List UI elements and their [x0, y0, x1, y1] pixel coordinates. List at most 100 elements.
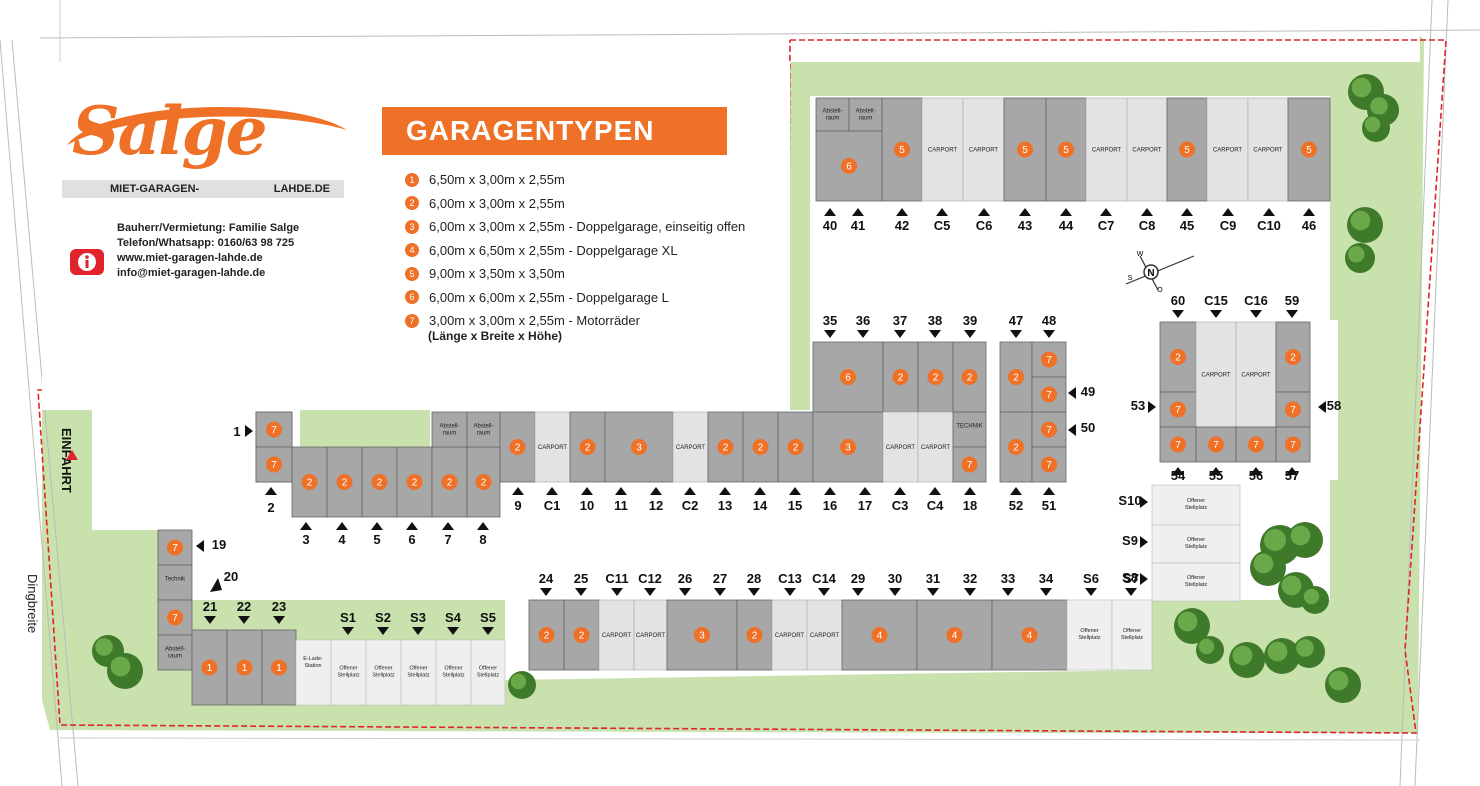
arrow-icon	[512, 487, 524, 495]
open-parking-label: Stellplatz	[1185, 582, 1208, 588]
street-label: Dingbreite	[25, 574, 40, 634]
garage-type-badge	[509, 439, 526, 455]
space-number: 34	[1039, 571, 1054, 586]
space-number: 1	[233, 424, 240, 439]
space-number: 18	[963, 498, 977, 513]
garage-type-number: 5	[1184, 145, 1190, 156]
space-number: C6	[976, 218, 993, 233]
garage-type-badge	[336, 474, 353, 490]
arrow-icon	[1222, 208, 1234, 216]
arrow-icon	[575, 588, 587, 596]
space-number: 38	[928, 313, 942, 328]
garage-type-number: 3	[699, 631, 705, 642]
salge-logo-swoosh	[67, 107, 347, 145]
open-parking-label: Stellplatz	[1185, 505, 1208, 511]
garage-type-badge	[892, 369, 909, 385]
arrow-icon	[1172, 467, 1184, 475]
arrow-icon	[1002, 588, 1014, 596]
contact-website[interactable]: www.miet-garagen-lahde.de	[117, 252, 263, 264]
carport-label: CARPORT	[969, 148, 999, 154]
room-label: TECHNIK	[956, 424, 982, 430]
garage-type-number: 3	[636, 443, 642, 454]
garage-type-number: 2	[307, 478, 313, 489]
garage-type-badge	[271, 659, 287, 676]
space-number: 45	[1180, 218, 1194, 233]
arrow-icon	[1125, 588, 1137, 596]
arrow-icon	[852, 588, 864, 596]
garage-type-number: 2	[544, 631, 550, 642]
space-number: 19	[212, 537, 226, 552]
space-number: 12	[649, 498, 663, 513]
arrow-icon	[1172, 310, 1184, 318]
room-label: raum	[477, 431, 491, 437]
type-badge: 2	[405, 196, 419, 211]
space-number: 35	[823, 313, 837, 328]
open-parking-label: Stellplatz	[477, 673, 500, 679]
tree-icon	[1177, 611, 1198, 632]
garage-type-badge	[946, 627, 963, 643]
garage-type-number: 7	[1290, 440, 1296, 451]
charging-station-label: E-Lade-	[303, 656, 323, 662]
garage-type-number: 6	[845, 373, 851, 384]
space-number: 50	[1081, 420, 1095, 435]
garage-type-number: 2	[515, 443, 521, 454]
carport-label: CARPORT	[775, 633, 805, 639]
arrow-icon	[1210, 467, 1222, 475]
arrow-icon	[1303, 208, 1315, 216]
space-number: 21	[203, 599, 217, 614]
arrow-icon	[748, 588, 760, 596]
open-parking	[470, 639, 506, 706]
open-parking-label: Offener	[1123, 628, 1141, 634]
carport-label: CARPORT	[602, 633, 632, 639]
garage-type-number: 2	[481, 478, 487, 489]
arrow-icon	[412, 627, 424, 635]
open-parking	[435, 639, 472, 706]
charging-station	[295, 639, 332, 706]
logo-text: Salge	[72, 92, 268, 170]
arrow-icon	[447, 627, 459, 635]
garage-type-number: 2	[793, 443, 799, 454]
open-parking	[400, 639, 437, 706]
arrow-icon	[1141, 208, 1153, 216]
carport-label: CARPORT	[1201, 373, 1231, 379]
compass-o: O	[1157, 287, 1163, 294]
arrow-icon	[540, 588, 552, 596]
space-number: 11	[614, 498, 628, 513]
space-number: 16	[823, 498, 837, 513]
garage-type-badge	[167, 539, 183, 556]
garage-type-badge	[371, 474, 388, 490]
arrow-icon	[784, 588, 796, 596]
tree-icon	[1303, 588, 1320, 605]
logo-bar-right: LAHDE.DE	[273, 183, 330, 195]
garage-type-number: 7	[1046, 390, 1052, 401]
open-parking	[1066, 599, 1113, 671]
tree-icon	[1253, 553, 1274, 574]
tree-icon	[1350, 210, 1371, 231]
garage-type-number: 2	[342, 478, 348, 489]
space-number: 53	[1131, 398, 1145, 413]
garage-type-number: 7	[1253, 440, 1259, 451]
open-parking-label: Stellplatz	[372, 673, 395, 679]
carport-label: CARPORT	[1132, 148, 1162, 154]
arrow-icon	[964, 487, 976, 495]
carport-label: CARPORT	[921, 445, 951, 451]
arrow-icon	[857, 330, 869, 338]
storage-room	[848, 97, 883, 132]
arrow-icon	[936, 208, 948, 216]
space-number: C13	[778, 571, 802, 586]
arrow-icon	[1100, 208, 1112, 216]
space-number: 56	[1249, 468, 1263, 483]
garage-type-badge	[787, 439, 804, 455]
open-parking	[330, 639, 367, 706]
arrow-icon	[342, 627, 354, 635]
open-parking	[1151, 562, 1241, 602]
garage-type-badge	[840, 439, 856, 455]
type-badge: 1	[405, 172, 419, 187]
carport-label: CARPORT	[928, 148, 958, 154]
space-number: 23	[272, 599, 286, 614]
arrow-icon	[1068, 387, 1076, 399]
contact-email[interactable]: info@miet-garagen-lahde.de	[117, 267, 266, 279]
